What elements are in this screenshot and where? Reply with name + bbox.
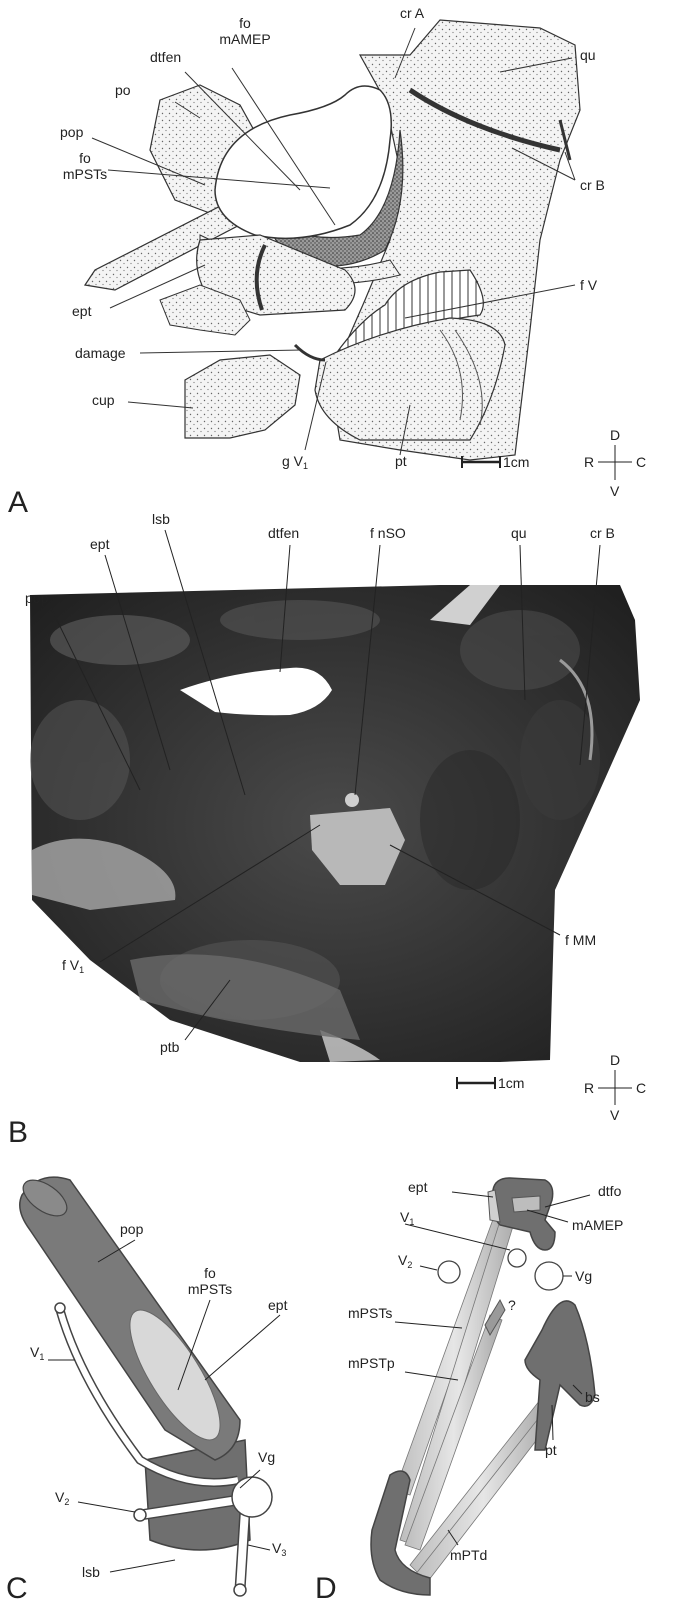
- label-v2-c: V2: [55, 1489, 69, 1507]
- label-vg-d: Vg: [575, 1268, 592, 1284]
- label-mAMEP-d: mAMEP: [572, 1217, 623, 1233]
- orientation-cross-a: D R C V: [584, 427, 646, 499]
- svg-text:V: V: [610, 1107, 620, 1123]
- panel-b-photo: pop ept lsb dtfen f nSO qu cr B f MM f V…: [8, 511, 646, 1149]
- label-mPSTs-a: mPSTs: [63, 166, 107, 182]
- label-lsb-c: lsb: [82, 1564, 100, 1580]
- label-g-v1: g V1: [282, 453, 308, 471]
- label-f-v: f V: [580, 277, 598, 293]
- v1-circle-d: [508, 1249, 526, 1267]
- label-cr-b-b: cr B: [590, 525, 615, 541]
- label-fo-a2: fo: [79, 150, 91, 166]
- label-cr-a: cr A: [400, 5, 425, 21]
- label-qu-b: qu: [511, 525, 527, 541]
- label-ept-c: ept: [268, 1297, 288, 1313]
- label-mPTd: mPTd: [450, 1547, 487, 1563]
- label-ept-d: ept: [408, 1179, 428, 1195]
- trigeminal-ganglion-c: [232, 1477, 272, 1517]
- cup-element: [185, 355, 300, 438]
- svg-text:1cm: 1cm: [498, 1075, 524, 1091]
- svg-text:C: C: [636, 1080, 646, 1096]
- label-v2-d: V2: [398, 1252, 412, 1270]
- label-pt-a: pt: [395, 453, 407, 469]
- label-f-v1: f V1: [62, 957, 84, 975]
- vg-circle-d: [535, 1262, 563, 1290]
- label-damage: damage: [75, 345, 126, 361]
- label-dtfo: dtfo: [598, 1183, 622, 1199]
- svg-text:R: R: [584, 1080, 594, 1096]
- svg-text:D: D: [610, 427, 620, 443]
- panel-d-schematic: ept dtfo V1 mAMEP V2 Vg mPSTs ? mPSTp bs…: [315, 1178, 623, 1601]
- scale-bar-b: 1cm: [457, 1075, 524, 1091]
- label-cup: cup: [92, 392, 115, 408]
- label-ptb: ptb: [160, 1039, 180, 1055]
- label-cr-b-a: cr B: [580, 177, 605, 193]
- muscle-strands: [395, 1200, 552, 1585]
- label-vg-c: Vg: [258, 1449, 275, 1465]
- panel-label-b: B: [8, 1116, 28, 1149]
- label-qu-a: qu: [580, 47, 596, 63]
- panel-label-c: C: [6, 1572, 28, 1601]
- label-pop-a: pop: [60, 124, 84, 140]
- label-mAMEP-a: mAMEP: [219, 31, 270, 47]
- label-po: po: [115, 82, 131, 98]
- svg-text:1cm: 1cm: [503, 454, 529, 470]
- label-fo-c: fo: [204, 1265, 216, 1281]
- label-fo-a1: fo: [239, 15, 251, 31]
- panel-c-schematic: pop fo mPSTs ept V1 Vg V2 V3 lsb C: [6, 1173, 288, 1601]
- label-mPSTs-d: mPSTs: [348, 1305, 392, 1321]
- label-mPSTp: mPSTp: [348, 1355, 395, 1371]
- svg-text:R: R: [584, 454, 594, 470]
- label-pt-d: pt: [545, 1442, 557, 1458]
- label-dtfen: dtfen: [150, 49, 181, 65]
- label-pop-b: pop: [25, 590, 49, 606]
- panel-label-d: D: [315, 1572, 337, 1601]
- panel-label-a: A: [8, 486, 28, 519]
- label-ept-b: ept: [90, 536, 110, 552]
- label-lsb-b: lsb: [152, 511, 170, 527]
- label-mPSTs-c: mPSTs: [188, 1281, 232, 1297]
- label-v1-d: V1: [400, 1209, 414, 1227]
- label-v1-c: V1: [30, 1344, 44, 1362]
- svg-text:D: D: [610, 1052, 620, 1068]
- label-f-nso: f nSO: [370, 525, 406, 541]
- label-v3-c: V3: [272, 1540, 286, 1558]
- orientation-cross-b: D R C V: [584, 1052, 646, 1123]
- label-bs: bs: [585, 1389, 600, 1405]
- v2-circle-d: [438, 1261, 460, 1283]
- label-dtfen-b: dtfen: [268, 525, 299, 541]
- label-question: ?: [508, 1297, 516, 1313]
- label-f-mm: f MM: [565, 932, 596, 948]
- panel-a-drawing: po dtfen fo mAMEP cr A qu pop fo mPSTs c…: [8, 5, 646, 519]
- svg-text:C: C: [636, 454, 646, 470]
- label-pop-c: pop: [120, 1221, 144, 1237]
- svg-text:V: V: [610, 483, 620, 499]
- label-ept-a: ept: [72, 303, 92, 319]
- pterygoid: [315, 318, 505, 440]
